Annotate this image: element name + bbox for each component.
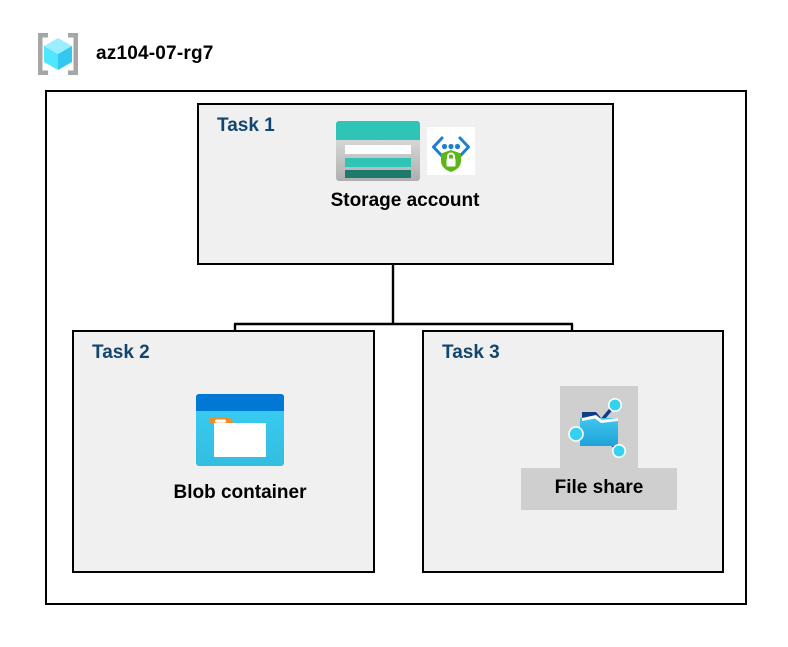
node-caption-file-share: File share [554, 477, 644, 498]
resource-group-header: az104-07-rg7 [32, 28, 372, 80]
task-box-1: Task 1 [197, 103, 614, 265]
storage-account-icon [336, 121, 420, 181]
blob-container-icon [196, 394, 284, 466]
node-storage-account[interactable]: Storage account [280, 118, 530, 212]
resource-group-name: az104-07-rg7 [96, 43, 214, 64]
node-file-share[interactable]: File share [504, 386, 694, 510]
task-label-1: Task 1 [217, 115, 275, 136]
storage-account-icon-group [335, 118, 475, 184]
file-share-icon-highlight [560, 386, 638, 468]
node-blob-container[interactable]: Blob container [145, 392, 335, 504]
node-caption-blob-container: Blob container [173, 482, 307, 503]
node-caption-storage-account: Storage account [330, 190, 480, 211]
task-box-2: Task 2 [72, 330, 375, 573]
file-share-icon [568, 398, 626, 458]
secure-endpoint-icon [427, 127, 475, 175]
task-label-3: Task 3 [442, 342, 500, 363]
task-label-2: Task 2 [92, 342, 150, 363]
resource-group-cube-icon [38, 33, 78, 75]
file-share-caption-highlight: File share [520, 468, 678, 510]
